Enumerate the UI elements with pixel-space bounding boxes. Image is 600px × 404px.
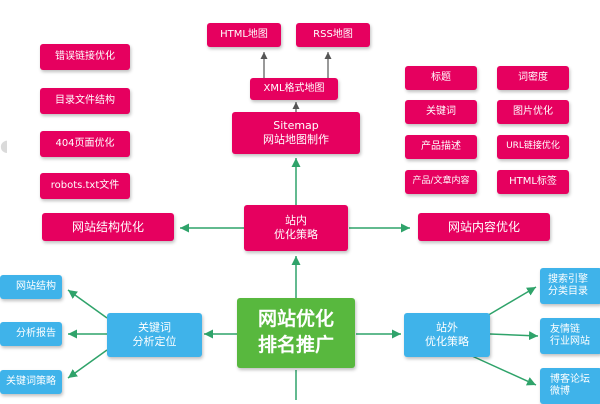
xml-map-box: XML格式地图	[250, 78, 338, 100]
structure-item-label: 目录文件结构	[55, 94, 115, 106]
structure-item-box: robots.txt文件	[40, 173, 130, 199]
offsite-item-box: 博客论坛 微博	[540, 368, 600, 404]
content-item-label: 图片优化	[513, 105, 553, 117]
content-item-label: 词密度	[518, 71, 548, 83]
content-item-label: HTML标签	[509, 175, 557, 187]
offsite-item-label-line2: 分类目录	[548, 286, 588, 297]
arrow-offsite-to-item-2	[489, 331, 539, 341]
structure-item-box: 目录文件结构	[40, 88, 130, 114]
structure-item-box: 错误链接优化	[40, 44, 130, 70]
sitemap-label-line2: 网站地图制作	[263, 133, 329, 146]
content-item-box: 产品描述	[405, 135, 477, 159]
xml-map-label: XML格式地图	[263, 82, 325, 94]
content-title-label: 网站内容优化	[447, 219, 520, 234]
sitemap-box: Sitemap 网站地图制作	[232, 112, 360, 154]
offsite-item-label-line2: 微博	[550, 386, 570, 397]
content-item-label: 产品描述	[421, 140, 461, 152]
offsite-item-box: 友情链 行业网站	[540, 318, 600, 354]
offsite-strategy-box: 站外 优化策略	[404, 313, 490, 357]
content-item-box: HTML标签	[497, 170, 569, 194]
content-item-box: URL链接优化	[497, 135, 569, 159]
structure-item-label: 404页面优化	[55, 137, 115, 149]
offsite-label-line1: 站外	[436, 321, 458, 335]
arrow-offsite-to-item-3	[471, 355, 537, 386]
offsite-item-label-line2: 行业网站	[550, 336, 590, 347]
content-item-label: 关键词	[426, 105, 456, 117]
structure-item-box: 404页面优化	[40, 131, 130, 157]
offsite-label-line2: 优化策略	[425, 335, 469, 348]
structure-item-label: 错误链接优化	[55, 50, 115, 62]
center-label-line1: 网站优化	[257, 308, 334, 331]
keyword-item-box: 分析报告	[0, 322, 62, 346]
offsite-item-label-line1: 搜索引擎	[548, 273, 588, 285]
rss-map-box: RSS地图	[296, 23, 370, 47]
keyword-item-label: 关键词策略	[6, 375, 56, 387]
keyword-item-box: 关键词策略	[0, 370, 62, 394]
structure-title-label: 网站结构优化	[71, 219, 144, 234]
content-item-box: 词密度	[497, 66, 569, 90]
center-label-line2: 排名推广	[257, 334, 334, 356]
keyword-item-label: 网站结构	[16, 280, 56, 292]
keyword-label-line2: 分析定位	[132, 335, 177, 348]
structure-title-box: 网站结构优化	[42, 213, 174, 241]
html-map-box: HTML地图	[207, 23, 281, 47]
structure-item-label: robots.txt文件	[50, 179, 120, 191]
offsite-item-box: 搜索引擎 分类目录	[540, 268, 600, 304]
arrow-keyword-to-item-3	[67, 349, 108, 379]
keyword-item-box: 网站结构	[0, 275, 62, 299]
onsite-label-line2: 优化策略	[274, 228, 318, 241]
onsite-strategy-box: 站内 优化策略	[244, 205, 348, 251]
content-item-box: 产品/文章内容	[405, 170, 477, 194]
content-item-label: URL链接优化	[506, 141, 560, 152]
rss-map-label: RSS地图	[313, 28, 353, 40]
watermark-glyph: ◖	[0, 135, 9, 155]
center-seo-box: 网站优化 排名推广	[237, 298, 355, 368]
content-item-box: 关键词	[405, 100, 477, 124]
content-item-label: 标题	[431, 71, 451, 83]
keyword-analysis-box: 关键词 分析定位	[107, 313, 202, 357]
onsite-label-line1: 站内	[285, 214, 307, 228]
content-item-box: 标题	[405, 66, 477, 90]
content-title-box: 网站内容优化	[418, 213, 550, 241]
content-item-box: 图片优化	[497, 100, 569, 124]
offsite-item-label-line1: 友情链	[550, 323, 580, 335]
content-item-label: 产品/文章内容	[412, 176, 470, 187]
offsite-item-label-line1: 博客论坛	[550, 373, 590, 385]
keyword-item-label: 分析报告	[16, 327, 56, 339]
keyword-label-line1: 关键词	[138, 321, 171, 335]
arrow-keyword-to-item-1	[67, 289, 108, 319]
html-map-label: HTML地图	[220, 28, 268, 40]
sitemap-label-line1: Sitemap	[273, 119, 319, 133]
